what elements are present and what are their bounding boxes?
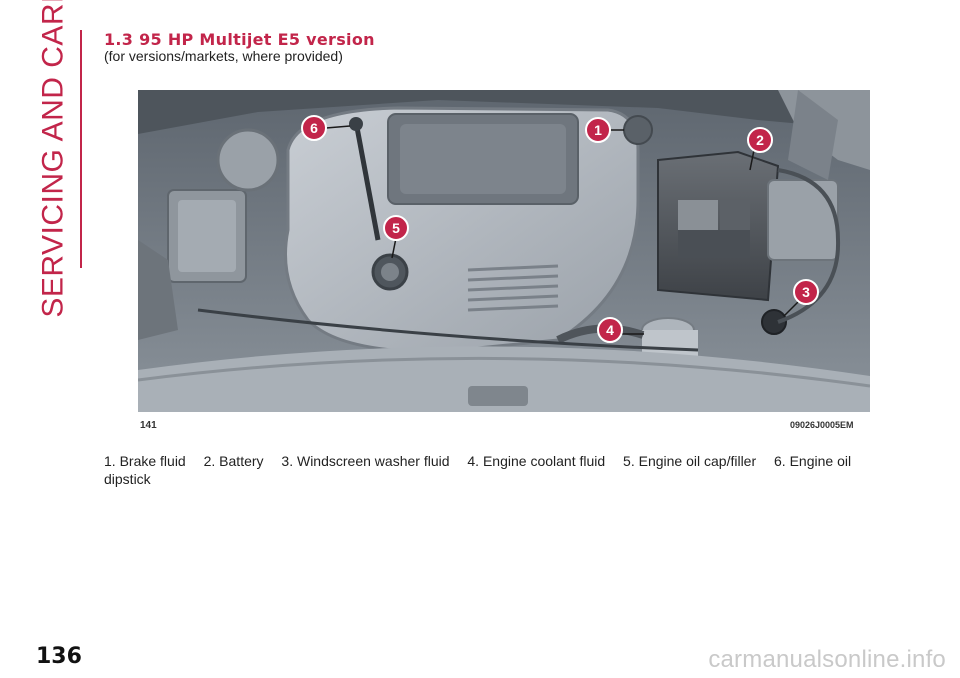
caption-item-washer-fluid: 3. Windscreen washer fluid xyxy=(281,453,450,469)
engine-bay-figure: 1 2 3 4 5 6 xyxy=(138,90,870,412)
section-heading: 1.3 95 HP Multijet E5 version xyxy=(104,30,375,49)
callout-6: 6 xyxy=(301,115,327,141)
svg-text:2: 2 xyxy=(756,132,764,148)
watermark: carmanualsonline.info xyxy=(708,646,946,673)
figure-code: 09026J0005EM xyxy=(790,420,854,430)
side-section-title: SERVICING AND CARE xyxy=(26,0,82,318)
svg-text:4: 4 xyxy=(606,322,614,338)
svg-text:5: 5 xyxy=(392,220,400,236)
caption-item-coolant: 4. Engine coolant fluid xyxy=(467,453,606,469)
caption-item-dipstick: 6. Engine oil dipstick xyxy=(104,453,852,487)
page-number: 136 xyxy=(36,644,82,669)
callout-2: 2 xyxy=(747,127,773,153)
callout-1: 1 xyxy=(585,117,611,143)
caption-item-battery: 2. Battery xyxy=(203,453,264,469)
callout-5: 5 xyxy=(383,215,409,241)
side-rule xyxy=(80,30,82,268)
caption-item-brake-fluid: 1. Brake fluid xyxy=(104,453,186,469)
svg-text:1: 1 xyxy=(594,122,602,138)
figure-caption: 1. Brake fluid 2. Battery 3. Windscreen … xyxy=(104,452,884,488)
engine-bay-illustration: 1 2 3 4 5 6 xyxy=(138,90,870,412)
svg-text:3: 3 xyxy=(802,284,810,300)
caption-item-oil-cap: 5. Engine oil cap/filler xyxy=(623,453,757,469)
section-subheading: (for versions/markets, where provided) xyxy=(104,48,343,64)
side-section-title-text: SERVICING AND CARE xyxy=(37,0,71,318)
callout-4: 4 xyxy=(597,317,623,343)
figure-reference: 141 xyxy=(140,420,157,431)
callout-3: 3 xyxy=(793,279,819,305)
svg-text:6: 6 xyxy=(310,120,318,136)
